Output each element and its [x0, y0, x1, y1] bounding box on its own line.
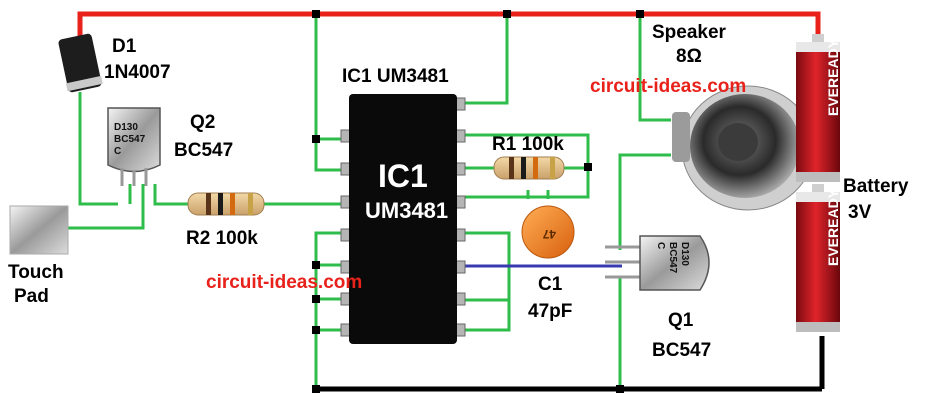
svg-text:EVEREADY: EVEREADY — [825, 38, 841, 116]
r1-label: R1 100k — [492, 134, 564, 155]
watermark-top: circuit-ideas.com — [590, 76, 746, 97]
transistor-q1: D130 BC547 C — [605, 235, 710, 291]
svg-text:47: 47 — [542, 227, 556, 241]
junctions — [312, 10, 644, 393]
transistor-q2: D130 BC547 C — [107, 107, 161, 186]
svg-text:C: C — [655, 242, 666, 249]
d1-part-label: 1N4007 — [104, 62, 171, 83]
diode-d1 — [58, 33, 103, 106]
svg-text:D130: D130 — [114, 122, 138, 133]
q2-label: Q2 — [190, 112, 215, 133]
touch-pad-label-2: Pad — [14, 286, 49, 307]
c1-label: C1 — [538, 274, 563, 295]
ic-um3481: IC1 UM3481 — [340, 94, 466, 344]
battery-top-cell: EVEREADY — [796, 34, 841, 182]
svg-text:D130: D130 — [679, 242, 690, 266]
svg-text:C: C — [114, 146, 121, 157]
watermark-mid: circuit-ideas.com — [206, 272, 362, 293]
speaker-value-label: 8Ω — [676, 46, 702, 67]
ic-title-label: IC1 UM3481 — [342, 66, 449, 87]
q2-part-label: BC547 — [174, 140, 233, 161]
touch-pad — [9, 205, 69, 255]
speaker-label: Speaker — [652, 22, 727, 43]
resistor-r2 — [187, 192, 265, 216]
d1-label: D1 — [112, 36, 137, 57]
battery-value-label: 3V — [848, 202, 872, 223]
r2-label: R2 100k — [186, 228, 258, 249]
ic-body-label: IC1 — [378, 158, 428, 194]
battery-label: Battery — [843, 176, 909, 197]
touch-pad-label: Touch — [8, 262, 64, 283]
capacitor-c1: 47 — [521, 205, 575, 259]
ground-rail — [316, 336, 825, 392]
c1-value-label: 47pF — [528, 301, 572, 322]
svg-text:BC547: BC547 — [667, 242, 678, 274]
q1-label: Q1 — [668, 310, 694, 331]
battery-bottom-cell: EVEREADY — [796, 184, 841, 332]
svg-text:BC547: BC547 — [114, 134, 146, 145]
speaker — [672, 85, 815, 211]
q1-part-label: BC547 — [652, 340, 711, 361]
svg-text:EVEREADY: EVEREADY — [825, 188, 841, 266]
ic-body-part: UM3481 — [365, 198, 448, 223]
resistor-r1 — [493, 156, 565, 180]
